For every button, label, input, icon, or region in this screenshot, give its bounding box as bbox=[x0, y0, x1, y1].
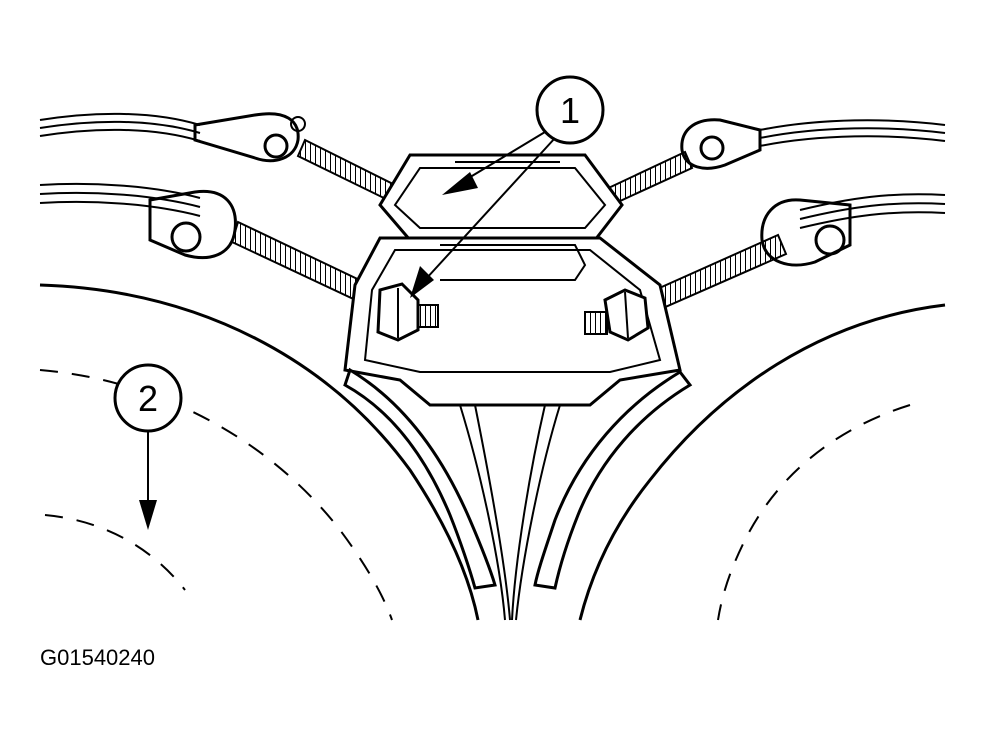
callout-1: 1 bbox=[410, 77, 603, 298]
right-tire-tread-dashed bbox=[718, 405, 910, 620]
callout-1-label: 1 bbox=[560, 90, 580, 131]
right-tire bbox=[580, 305, 945, 620]
lower-left-pin bbox=[172, 223, 200, 251]
left-strap bbox=[345, 370, 495, 588]
left-nut bbox=[378, 284, 438, 340]
upper-left-chain bbox=[40, 114, 305, 161]
left-tire-inner-dashed bbox=[45, 515, 185, 590]
lower-left-chain bbox=[40, 184, 235, 258]
upper-right-pin bbox=[701, 137, 723, 159]
right-strap bbox=[535, 372, 690, 588]
lower-right-spring bbox=[655, 235, 786, 308]
lower-right-pin bbox=[816, 226, 844, 254]
right-nut bbox=[585, 290, 648, 340]
callout-2: 2 bbox=[115, 365, 181, 530]
callout-1-leader-a bbox=[462, 132, 545, 182]
callout-2-label: 2 bbox=[138, 378, 158, 419]
upper-right-chain bbox=[682, 120, 945, 168]
callout-1-arrowhead-b bbox=[410, 266, 434, 298]
figure-code: G01540240 bbox=[40, 645, 155, 670]
callout-2-arrowhead bbox=[139, 500, 157, 530]
upper-left-pin bbox=[265, 135, 287, 157]
lower-right-chain bbox=[762, 194, 945, 265]
lower-left-spring bbox=[232, 222, 370, 303]
callout-1-arrowhead-a bbox=[442, 172, 478, 195]
upper-left-spring bbox=[298, 140, 395, 200]
left-tire bbox=[40, 285, 478, 620]
left-tire-tread-dashed bbox=[40, 370, 392, 620]
callout-1-leader-b bbox=[425, 138, 555, 280]
